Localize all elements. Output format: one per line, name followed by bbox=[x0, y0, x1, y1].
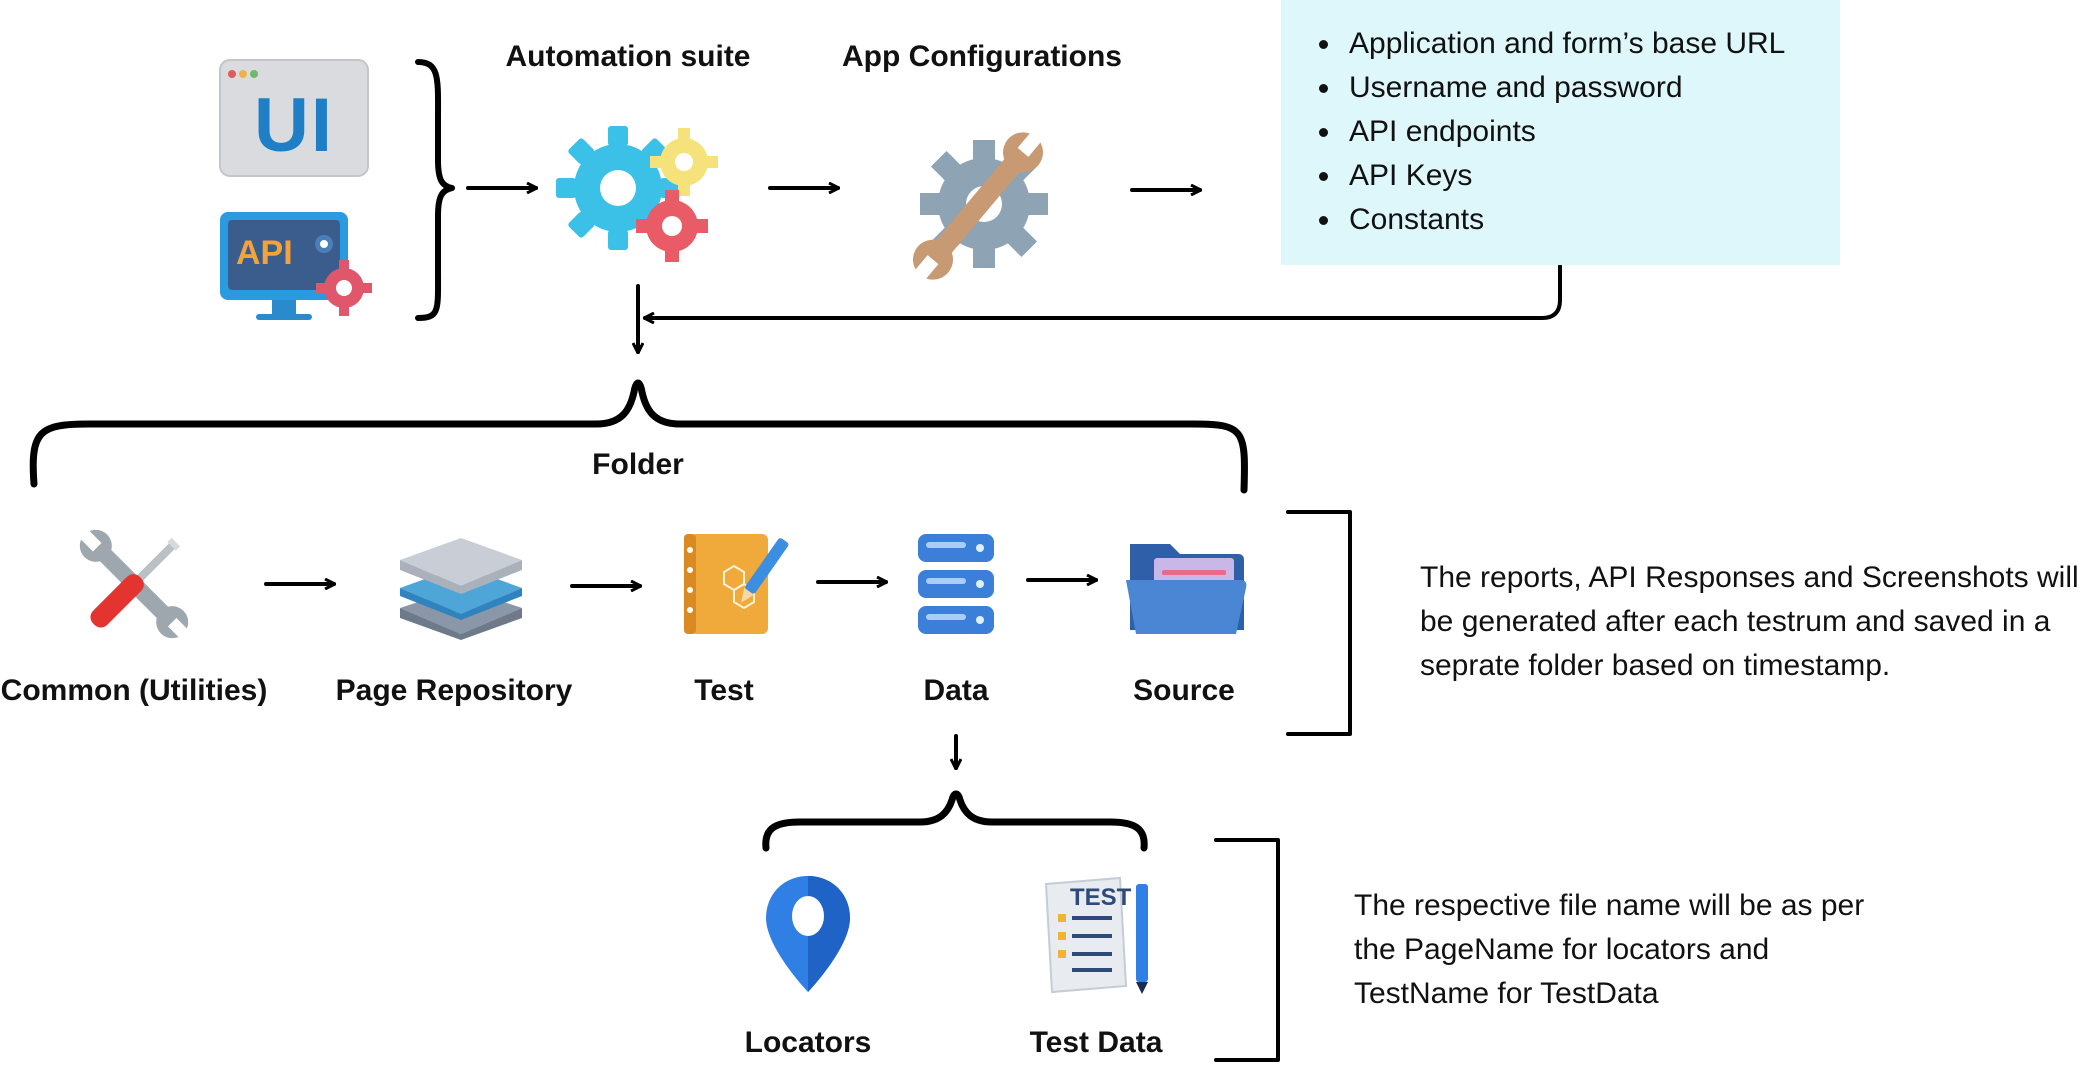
folder-item-label: Source bbox=[1133, 674, 1235, 707]
server-icon bbox=[914, 530, 998, 640]
wrench-gear-icon bbox=[900, 126, 1056, 285]
config-item: Constants bbox=[1343, 198, 1840, 242]
location-pin-icon bbox=[762, 872, 854, 996]
folder-icon bbox=[1120, 530, 1250, 642]
config-item: API Keys bbox=[1343, 154, 1840, 198]
config-list-box: Application and form’s base URL Username… bbox=[1281, 0, 1840, 265]
folder-item-label: Page Repository bbox=[335, 674, 573, 707]
folder-label: Folder bbox=[592, 448, 684, 481]
reports-note: The reports, API Responses and Screensho… bbox=[1420, 561, 2079, 682]
tools-icon bbox=[72, 526, 194, 642]
data-item-label: Test Data bbox=[1029, 1026, 1163, 1059]
folder-brace bbox=[29, 379, 1248, 494]
data-brace bbox=[762, 790, 1148, 852]
data-right-bracket bbox=[1214, 838, 1280, 1062]
filename-note: The respective file name will be as per … bbox=[1354, 889, 1865, 1010]
top-left-brace bbox=[415, 59, 455, 321]
folder-item-label: Data bbox=[923, 674, 989, 707]
config-item: Username and password bbox=[1343, 66, 1840, 110]
folder-item-label: Common (Utilities) bbox=[0, 674, 268, 707]
ui-icon-text: UI bbox=[254, 83, 334, 168]
automation-suite-label: Automation suite bbox=[505, 40, 751, 73]
app-config-label: App Configurations bbox=[842, 40, 1122, 73]
notebook-icon bbox=[680, 530, 790, 640]
arrow-box-to-suite bbox=[643, 264, 1562, 318]
test-sheet-text: TEST bbox=[1070, 884, 1132, 911]
ui-icon: UI bbox=[218, 58, 370, 178]
folder-item-label: Test bbox=[694, 674, 754, 707]
api-icon: API bbox=[216, 208, 374, 326]
config-list: Application and form’s base URL Username… bbox=[1281, 0, 1840, 242]
data-item-label: Locators bbox=[744, 1026, 872, 1059]
config-item: API endpoints bbox=[1343, 110, 1840, 154]
layers-icon bbox=[396, 534, 526, 640]
config-item: Application and form’s base URL bbox=[1343, 22, 1840, 66]
test-sheet-icon: TEST bbox=[1040, 874, 1152, 996]
folder-right-bracket bbox=[1286, 510, 1352, 736]
api-icon-text: API bbox=[236, 234, 293, 272]
gears-icon bbox=[556, 126, 718, 264]
